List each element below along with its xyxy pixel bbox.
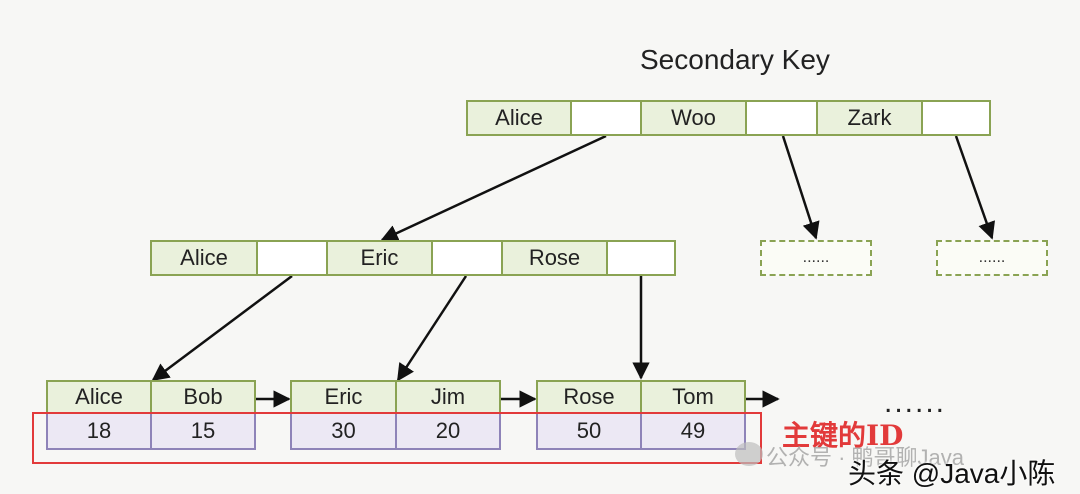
leaf-continuation-ellipsis: ...... [884, 386, 947, 419]
internal-key-eric: Eric [326, 240, 433, 276]
root-pointer-2 [745, 100, 818, 136]
diagram-title: Secondary Key [640, 44, 830, 75]
watermark-site: 头条 @Java小陈 [848, 458, 1056, 489]
internal-key-rose: Rose [501, 240, 608, 276]
internal-to-leaf-1-arrow [151, 274, 293, 382]
leaf-1-key-bob: Bob [150, 380, 256, 414]
leaf-3-key-tom: Tom [640, 380, 746, 414]
root-key-woo: Woo [640, 100, 747, 136]
internal-key-alice: Alice [150, 240, 258, 276]
leaf-1-value-alice: 18 [46, 412, 152, 450]
watermark-account: 公众号 · 鸭哥聊Java [766, 445, 965, 470]
root-key-alice: Alice [466, 100, 572, 136]
root-to-placeholder-1-arrow [781, 135, 820, 240]
root-pointer-1 [570, 100, 642, 136]
root-to-placeholder-2-arrow [954, 135, 996, 240]
leaf-2-value-eric: 30 [290, 412, 397, 450]
wechat-logo-icon [735, 442, 763, 466]
internal-pointer-3 [606, 240, 676, 276]
leaf-2-value-jim: 20 [395, 412, 501, 450]
leaf-2-key-jim: Jim [395, 380, 501, 414]
internal-pointer-1 [256, 240, 328, 276]
internal-pointer-2 [431, 240, 503, 276]
leaf-3-key-rose: Rose [536, 380, 642, 414]
leaf-2-key-eric: Eric [290, 380, 397, 414]
root-pointer-3 [921, 100, 991, 136]
leaf-3-value-tom: 49 [640, 412, 746, 450]
placeholder-node-1: ...... [760, 240, 872, 276]
leaf-3-value-rose: 50 [536, 412, 642, 450]
internal-to-leaf-2-arrow [396, 275, 468, 382]
primary-key-highlight-box [32, 412, 762, 464]
root-key-zark: Zark [816, 100, 923, 136]
primary-key-label: 主键的ID [782, 419, 904, 452]
leaf-1-key-alice: Alice [46, 380, 152, 414]
placeholder-node-2: ...... [936, 240, 1048, 276]
root-to-internal-arrow [380, 134, 607, 242]
